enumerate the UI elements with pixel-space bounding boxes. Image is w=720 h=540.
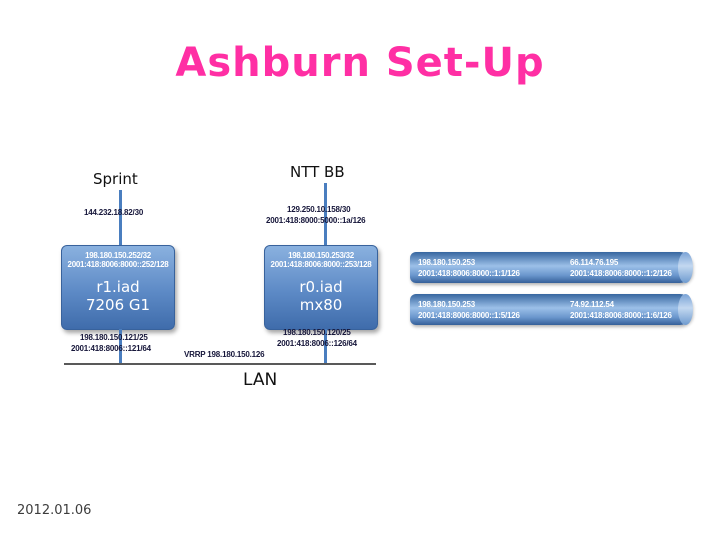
r0-lan-address-v4: 198.180.150.120/25 bbox=[283, 328, 351, 337]
tunnel-1-right-v4: 66.114.76.195 bbox=[570, 258, 619, 267]
tunnel-2-right-v6: 2001:418:8006:8000::1:6/126 bbox=[570, 311, 672, 320]
r1-lan-address-v4: 198.180.150.121/25 bbox=[80, 333, 148, 342]
tunnel-2-left-v6: 2001:418:8006:8000::1:5/126 bbox=[418, 311, 520, 320]
ntt-link-address-v6: 2001:418:8000:5000::1a/126 bbox=[266, 216, 366, 225]
tunnel-1-left-endpoint: 198.180.150.253 2001:418:8006:8000::1:1/… bbox=[418, 257, 520, 279]
tunnel-1-right-endpoint: 66.114.76.195 2001:418:8006:8000::1:2/12… bbox=[570, 257, 672, 279]
r0-lan-address-v6: 2001:418:8006::126/64 bbox=[277, 339, 357, 348]
lan-label: LAN bbox=[243, 370, 278, 390]
r0-loopback-v4: 198.180.150.253/32 bbox=[288, 251, 354, 260]
provider-label-ntt: NTT BB bbox=[290, 163, 345, 181]
tunnel-1-left-v4: 198.180.150.253 bbox=[418, 258, 476, 267]
sprint-link-address: 144.232.18.82/30 bbox=[84, 208, 144, 217]
tunnel-cylinder-1: 198.180.150.253 2001:418:8006:8000::1:1/… bbox=[410, 252, 693, 283]
r1-lan-address-v6: 2001:418:8006::121/64 bbox=[71, 344, 151, 353]
cylinder-cap-icon bbox=[678, 252, 693, 283]
page-title: Ashburn Set-Up bbox=[175, 40, 545, 86]
r0-model: mx80 bbox=[299, 296, 343, 314]
tunnel-1-left-v6: 2001:418:8006:8000::1:1/126 bbox=[418, 269, 520, 278]
r1-loopback-v4: 198.180.150.252/32 bbox=[85, 251, 151, 260]
router-box-r1-iad: 198.180.150.252/32 2001:418:8006:8000::2… bbox=[61, 245, 175, 330]
r0-loopback-v6: 2001:418:8006:8000::253/128 bbox=[270, 260, 372, 269]
r1-loopback-v6: 2001:418:8006:8000::252/128 bbox=[67, 260, 169, 269]
provider-label-sprint: Sprint bbox=[93, 170, 138, 188]
tunnel-2-left-endpoint: 198.180.150.253 2001:418:8006:8000::1:5/… bbox=[418, 299, 520, 321]
tunnel-2-right-endpoint: 74.92.112.54 2001:418:8006:8000::1:6/126 bbox=[570, 299, 672, 321]
lan-bus-line bbox=[64, 363, 376, 365]
vrrp-label: VRRP 198.180.150.126 bbox=[184, 350, 265, 359]
tunnel-1-right-v6: 2001:418:8006:8000::1:2/126 bbox=[570, 269, 672, 278]
tunnel-cylinder-2: 198.180.150.253 2001:418:8006:8000::1:5/… bbox=[410, 294, 693, 325]
slide-date: 2012.01.06 bbox=[17, 503, 92, 518]
sprint-uplink-line bbox=[119, 190, 122, 245]
r1-hostname: r1.iad bbox=[96, 278, 140, 296]
r0-hostname: r0.iad bbox=[299, 278, 343, 296]
ntt-uplink-line bbox=[324, 183, 327, 245]
tunnel-2-left-v4: 198.180.150.253 bbox=[418, 300, 476, 309]
r1-lan-connector-line bbox=[119, 329, 122, 365]
r1-model: 7206 G1 bbox=[85, 296, 151, 314]
tunnel-2-right-v4: 74.92.112.54 bbox=[570, 300, 614, 309]
r0-lan-connector-line bbox=[324, 329, 327, 365]
ntt-link-address-v4: 129.250.10.158/30 bbox=[287, 205, 351, 214]
router-box-r0-iad: 198.180.150.253/32 2001:418:8006:8000::2… bbox=[264, 245, 378, 330]
cylinder-cap-icon bbox=[678, 294, 693, 325]
